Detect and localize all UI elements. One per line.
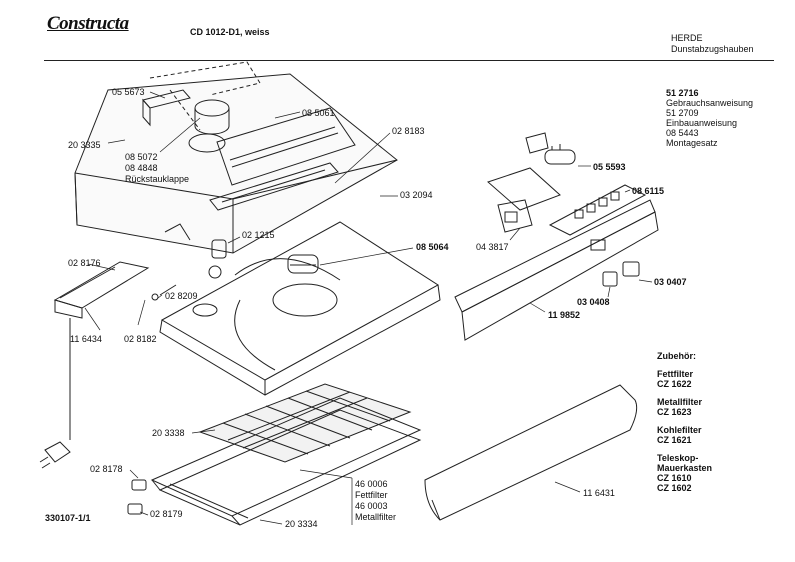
- part-label: 03 2094: [400, 190, 433, 200]
- part-label: 08 5061: [302, 108, 335, 118]
- accessory-title: Zubehör:: [657, 351, 696, 361]
- doc-desc: Einbauanweisung: [666, 118, 738, 128]
- part-label: Metallfilter: [355, 512, 397, 522]
- accessory-name-cont: Mauerkasten: [657, 463, 713, 473]
- part-label: 46 0003: [355, 501, 388, 511]
- part-label: 02 8183: [392, 126, 425, 136]
- category-block: HERDE Dunstabzugshauben: [671, 33, 754, 55]
- filter-frame-203334: [150, 397, 422, 526]
- part-label: 46 0006: [355, 479, 388, 489]
- part-switch-bar: [454, 184, 659, 341]
- part-label: 02 8178: [90, 464, 123, 474]
- part-label: 08 4848: [125, 163, 158, 173]
- part-label: 02 8209: [165, 291, 198, 301]
- part-label: 08 6115: [632, 186, 665, 196]
- power-cord: [39, 318, 71, 469]
- doc-desc: Montagesatz: [666, 138, 718, 148]
- leader-lines: [84, 91, 653, 525]
- part-label: 02 8176: [68, 258, 101, 268]
- header-rule: [44, 60, 774, 61]
- brand-logo: Constructa: [47, 13, 129, 34]
- accessory-code: CZ 1623: [657, 407, 692, 417]
- part-label: 08 5064: [416, 242, 449, 252]
- part-label: 03 0408: [577, 297, 610, 307]
- doc-code: 08 5443: [666, 128, 699, 138]
- doc-code: 51 2716: [666, 88, 699, 98]
- part-label: 11 9852: [548, 310, 581, 320]
- document-list: 51 2716 Gebrauchsanweisung 51 2709 Einba…: [666, 88, 753, 148]
- part-lamp-055593: [525, 132, 576, 165]
- doc-code: 51 2709: [666, 108, 699, 118]
- part-label: 11 6431: [583, 488, 615, 498]
- accessory-code: CZ 1610: [657, 473, 692, 483]
- part-label: 05 5673: [112, 87, 145, 97]
- accessory-list: Zubehör: Fettfilter CZ 1622 Metallfilter…: [657, 351, 712, 493]
- part-label: 02 8179: [150, 509, 183, 519]
- part-label: 04 3817: [476, 242, 509, 252]
- part-label: 08 5072: [125, 152, 158, 162]
- model-title: CD 1012-D1, weiss: [190, 27, 270, 37]
- part-switches-030407: [602, 261, 640, 287]
- part-label: 02 8182: [124, 334, 157, 344]
- category-line-1: HERDE: [671, 33, 703, 43]
- part-capacitor-021215: [151, 239, 227, 301]
- accessory-name: Kohlefilter: [657, 425, 702, 435]
- part-label: 20 3338: [152, 428, 185, 438]
- part-bracket-055673: [142, 89, 191, 127]
- accessory-code: CZ 1602: [657, 483, 692, 493]
- part-cover-043817: [487, 167, 561, 233]
- part-frame-116434: [53, 261, 150, 319]
- accessory-code: CZ 1622: [657, 379, 692, 389]
- part-label: Rückstauklappe: [125, 174, 190, 184]
- part-screw-028178: [127, 479, 147, 515]
- filter-grid-203338: [198, 383, 412, 463]
- drawing-id: 330107-1/1: [45, 513, 91, 523]
- part-label: 20 3335: [68, 140, 101, 150]
- part-label: Fettfilter: [355, 490, 388, 500]
- hood-body: [74, 61, 398, 254]
- accessory-name: Teleskop-: [657, 453, 699, 463]
- part-chimney-116431: [424, 384, 638, 521]
- doc-desc: Gebrauchsanweisung: [666, 98, 754, 108]
- category-line-2: Dunstabzugshauben: [671, 44, 754, 54]
- part-label: 05 5593: [593, 162, 626, 172]
- accessory-name: Metallfilter: [657, 397, 703, 407]
- part-label: 11 6434: [70, 334, 102, 344]
- accessory-code: CZ 1621: [657, 435, 692, 445]
- part-label: 03 0407: [654, 277, 687, 287]
- part-label: 02 1215: [242, 230, 275, 240]
- accessory-name: Fettfilter: [657, 369, 693, 379]
- part-label: 20 3334: [285, 519, 318, 529]
- part-base-plate: [159, 221, 441, 396]
